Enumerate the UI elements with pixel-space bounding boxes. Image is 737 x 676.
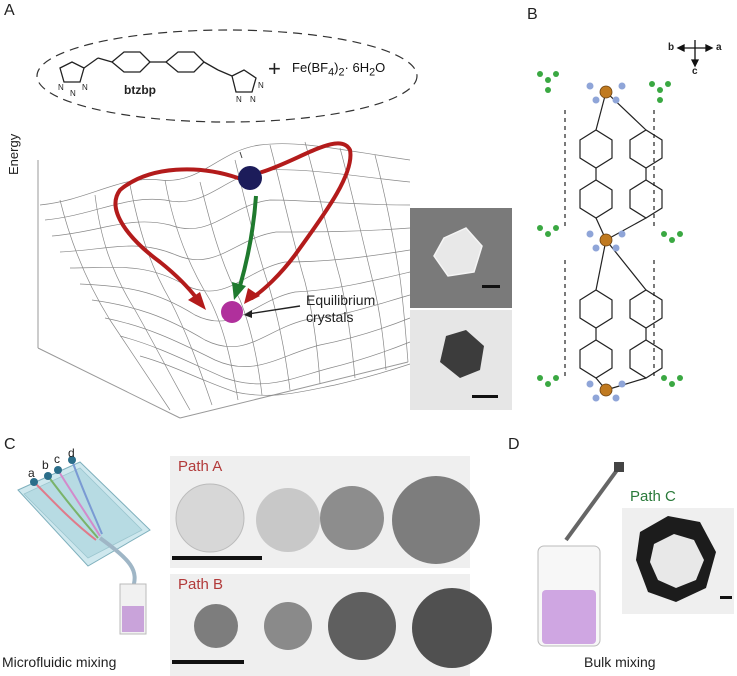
path-c-label: Path C xyxy=(630,488,676,505)
path-b-crystals xyxy=(194,588,492,668)
panel-letter-a: A xyxy=(4,2,15,19)
fe-centers xyxy=(599,85,613,397)
start-ball xyxy=(238,166,262,190)
path-b-label: Path B xyxy=(178,576,224,593)
microfluidic-chip xyxy=(17,456,151,635)
bulk-mixing-caption: Bulk mixing xyxy=(584,654,656,670)
axis-indicator xyxy=(676,40,714,68)
equilibrium-label-2: crystals xyxy=(306,309,354,325)
svg-text:N: N xyxy=(236,95,242,104)
channel-label-b: b xyxy=(42,458,49,472)
panel-letter-d: D xyxy=(508,436,520,453)
svg-text:N: N xyxy=(70,89,76,98)
microfluidic-caption: Microfluidic mixing xyxy=(2,654,117,670)
panel-letter-b: B xyxy=(527,6,538,23)
channel-label-a: a xyxy=(28,466,35,480)
nitrogen-atoms xyxy=(586,82,626,402)
axis-a-label: a xyxy=(716,42,722,53)
green-reaction-path xyxy=(238,195,258,287)
channel-label-c: c xyxy=(54,452,60,466)
ligand-structure xyxy=(59,51,257,93)
path-a-label: Path A xyxy=(178,458,223,475)
iron-salt-formula: Fe(BF4)2· 6H2O xyxy=(292,60,386,79)
svg-text:N: N xyxy=(258,81,264,90)
bulk-mixing-vial xyxy=(537,462,624,647)
equilibrium-ball xyxy=(221,301,243,323)
panel-letter-c: C xyxy=(4,436,16,453)
plus-sign: + xyxy=(268,56,281,81)
channel-label-d: d xyxy=(68,446,75,460)
energy-axes xyxy=(37,160,409,419)
energy-landscape-mesh xyxy=(39,141,411,411)
svg-text:N: N xyxy=(58,83,64,92)
svg-text:N: N xyxy=(82,83,88,92)
axis-c-label: c xyxy=(692,66,698,77)
bf4-anions xyxy=(537,71,683,387)
path-a-crystals xyxy=(175,476,480,564)
energy-axis-label: Energy xyxy=(6,133,21,175)
ligand-name: btzbp xyxy=(124,83,156,97)
red-reaction-paths xyxy=(113,141,353,302)
equilibrium-label-1: Equilibrium xyxy=(306,292,376,308)
crystal-structure xyxy=(564,91,663,391)
reagent-ellipse xyxy=(36,29,418,123)
axis-b-label: b xyxy=(668,42,675,53)
svg-text:N: N xyxy=(250,95,256,104)
